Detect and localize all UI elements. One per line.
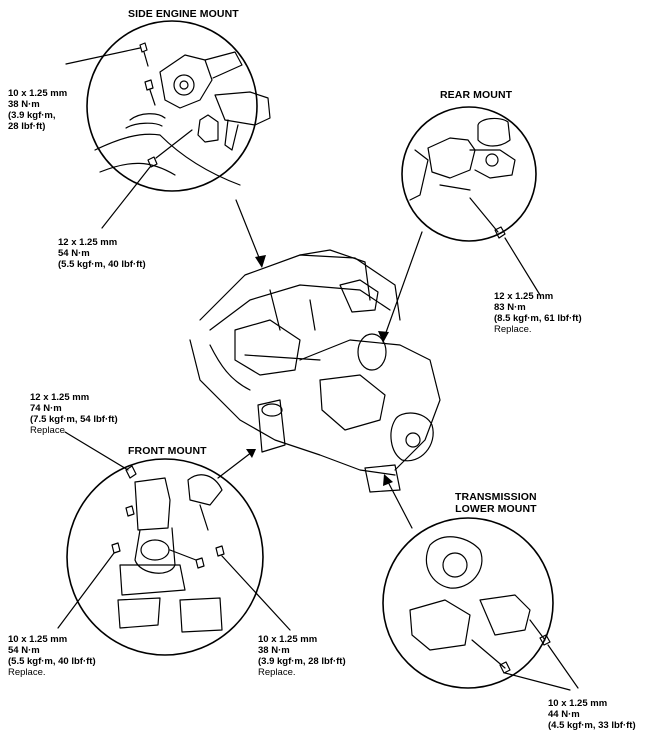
spec-size: 12 x 1.25 mm — [30, 392, 90, 403]
spec-size: 10 x 1.25 mm — [258, 634, 318, 645]
trans-mount-detail — [382, 517, 579, 691]
spec-note: Replace. — [258, 667, 296, 678]
spec-size: 10 x 1.25 mm — [8, 88, 68, 99]
pointer-arrows — [217, 199, 423, 529]
spec-torque: 54 N·m — [58, 248, 90, 259]
front-top-spec: 12 x 1.25 mm 74 N·m (7.5 kgf·m, 54 lbf·f… — [30, 392, 118, 436]
spec-torque: 38 N·m — [8, 99, 40, 110]
front-mount-title: FRONT MOUNT — [128, 445, 207, 457]
trans-spec: 10 x 1.25 mm 44 N·m (4.5 kgf·m, 33 lbf·f… — [548, 698, 636, 731]
spec-kgf: (7.5 kgf·m, 54 lbf·ft) — [30, 414, 118, 425]
trans-mount-title-line2: LOWER MOUNT — [455, 503, 537, 515]
spec-kgf: (5.5 kgf·m, 40 lbf·ft) — [58, 259, 146, 270]
spec-kgf: (4.5 kgf·m, 33 lbf·ft) — [548, 720, 636, 731]
rear-spec: 12 x 1.25 mm 83 N·m (8.5 kgf·m, 61 lbf·f… — [494, 291, 582, 335]
spec-kgf: (8.5 kgf·m, 61 lbf·ft) — [494, 313, 582, 324]
front-right-spec: 10 x 1.25 mm 38 N·m (3.9 kgf·m, 28 lbf·f… — [258, 634, 346, 678]
spec-kgf: (3.9 kgf·m, 28 lbf·ft) — [258, 656, 346, 667]
spec-size: 12 x 1.25 mm — [494, 291, 554, 302]
front-left-spec: 10 x 1.25 mm 54 N·m (5.5 kgf·m, 40 lbf·f… — [8, 634, 96, 678]
spec-size: 10 x 1.25 mm — [8, 634, 68, 645]
spec-torque: 74 N·m — [30, 403, 62, 414]
side-top-spec: 10 x 1.25 mm 38 N·m (3.9 kgf·m, 28 lbf·f… — [8, 88, 67, 132]
trans-mount-title: TRANSMISSION LOWER MOUNT — [455, 491, 537, 515]
spec-torque: 44 N·m — [548, 709, 580, 720]
spec-size: 12 x 1.25 mm — [58, 237, 118, 248]
spec-torque: 83 N·m — [494, 302, 526, 313]
side-mount-title: SIDE ENGINE MOUNT — [128, 8, 239, 20]
rear-mount-title: REAR MOUNT — [440, 89, 513, 101]
spec-torque: 54 N·m — [8, 645, 40, 656]
spec-note: Replace. — [8, 667, 46, 678]
front-mount-detail — [57, 431, 291, 656]
spec-note: Replace. — [494, 324, 532, 335]
spec-kgf: (3.9 kgf·m, — [8, 110, 56, 121]
engine-assembly — [189, 249, 441, 493]
rear-mount-detail — [401, 106, 541, 296]
spec-lbf: 28 lbf·ft) — [8, 121, 46, 132]
spec-size: 10 x 1.25 mm — [548, 698, 608, 709]
spec-kgf: (5.5 kgf·m, 40 lbf·ft) — [8, 656, 96, 667]
spec-note: Replace. — [30, 425, 68, 436]
side-bottom-spec: 12 x 1.25 mm 54 N·m (5.5 kgf·m, 40 lbf·f… — [58, 237, 146, 270]
side-mount-detail — [65, 20, 271, 229]
trans-mount-title-line1: TRANSMISSION — [455, 491, 537, 503]
spec-torque: 38 N·m — [258, 645, 290, 656]
